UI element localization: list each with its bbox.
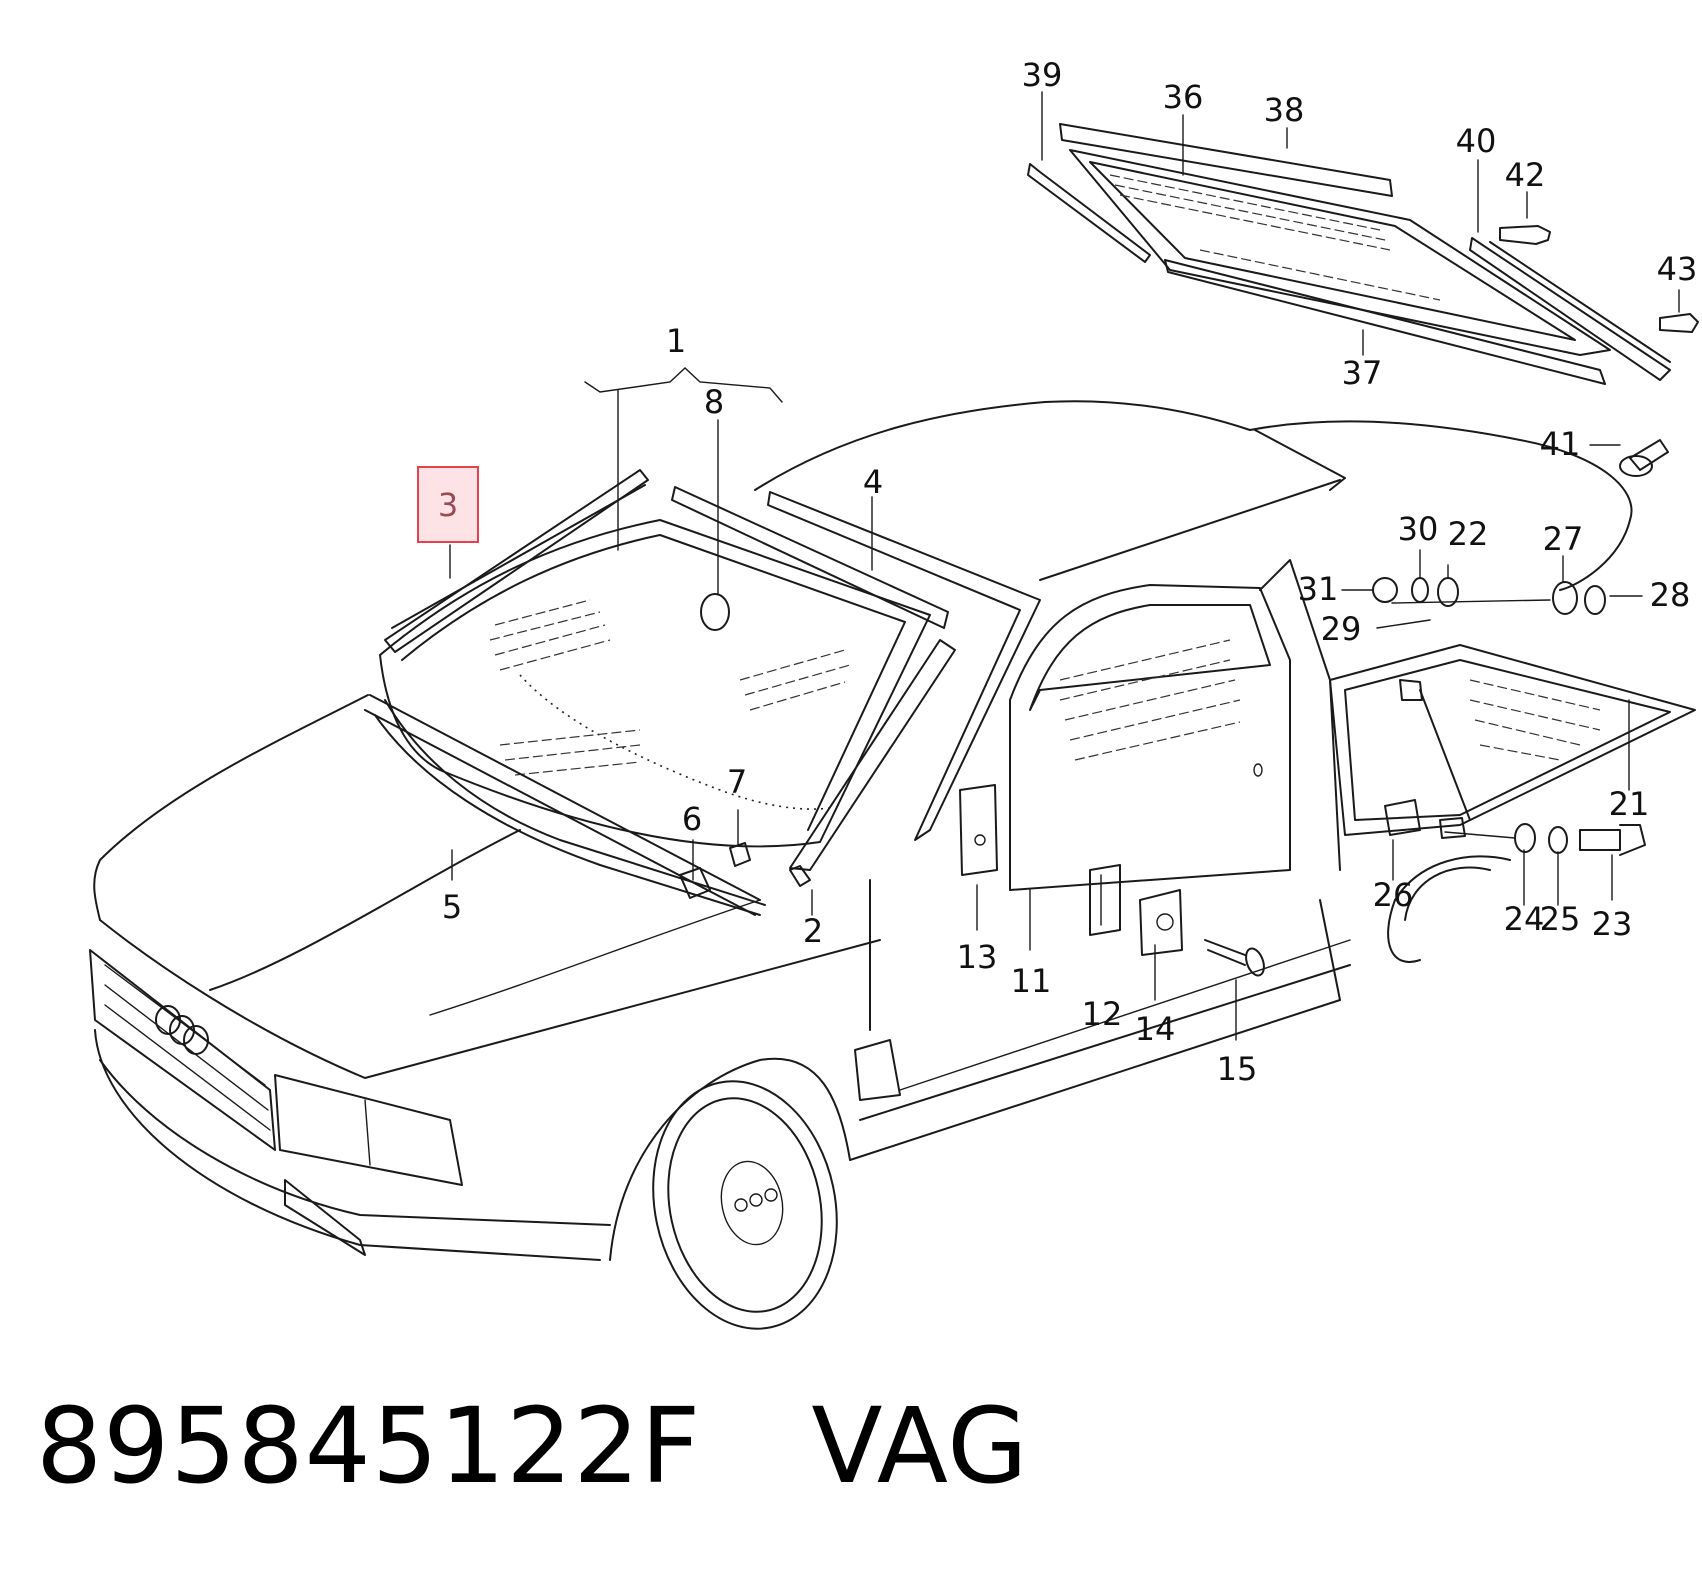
part-number: 895845122F	[36, 1385, 702, 1507]
callout-36: 36	[1163, 78, 1204, 116]
callout-42: 42	[1505, 156, 1546, 194]
callout-21: 21	[1609, 785, 1650, 823]
car-body-illustration	[89, 400, 1696, 1330]
callout-41: 41	[1540, 425, 1581, 463]
callout-4: 4	[863, 463, 883, 501]
callout-7: 7	[727, 763, 747, 801]
parts-diagram: 1 2 3 4 5 6 7 8 11 12 13 14 15 21 22 23 …	[89, 56, 1699, 1330]
callout-29: 29	[1321, 610, 1362, 648]
callout-12: 12	[1082, 995, 1123, 1033]
callout-22: 22	[1448, 515, 1489, 553]
callout-23: 23	[1592, 905, 1633, 943]
leader-lines	[449, 91, 1680, 1041]
callout-31: 31	[1298, 570, 1339, 608]
callout-38: 38	[1264, 91, 1305, 129]
callout-43: 43	[1657, 250, 1698, 288]
rear-window-illustration	[1027, 123, 1699, 477]
callout-26: 26	[1373, 876, 1414, 914]
callout-14: 14	[1135, 1010, 1176, 1048]
callout-8: 8	[704, 383, 724, 421]
callout-39: 39	[1022, 56, 1063, 94]
callout-1: 1	[666, 322, 686, 360]
callout-2: 2	[803, 912, 823, 950]
callout-15: 15	[1217, 1050, 1258, 1088]
brand-name: VAG	[811, 1385, 1029, 1507]
callout-27: 27	[1543, 520, 1584, 558]
callout-28: 28	[1650, 576, 1691, 614]
part-caption: 895845122F VAG	[36, 1385, 1139, 1507]
callout-labels: 1 2 3 4 5 6 7 8 11 12 13 14 15 21 22 23 …	[438, 56, 1698, 1088]
callout-3: 3	[438, 486, 458, 524]
callout-5: 5	[442, 888, 462, 926]
callout-6: 6	[682, 800, 702, 838]
callout-25: 25	[1540, 900, 1581, 938]
callout-30: 30	[1398, 510, 1439, 548]
callout-24: 24	[1504, 900, 1545, 938]
highlight-box	[417, 466, 479, 543]
callout-37: 37	[1342, 354, 1383, 392]
callout-11: 11	[1011, 962, 1052, 1000]
callout-13: 13	[957, 938, 998, 976]
callout-40: 40	[1456, 122, 1497, 160]
